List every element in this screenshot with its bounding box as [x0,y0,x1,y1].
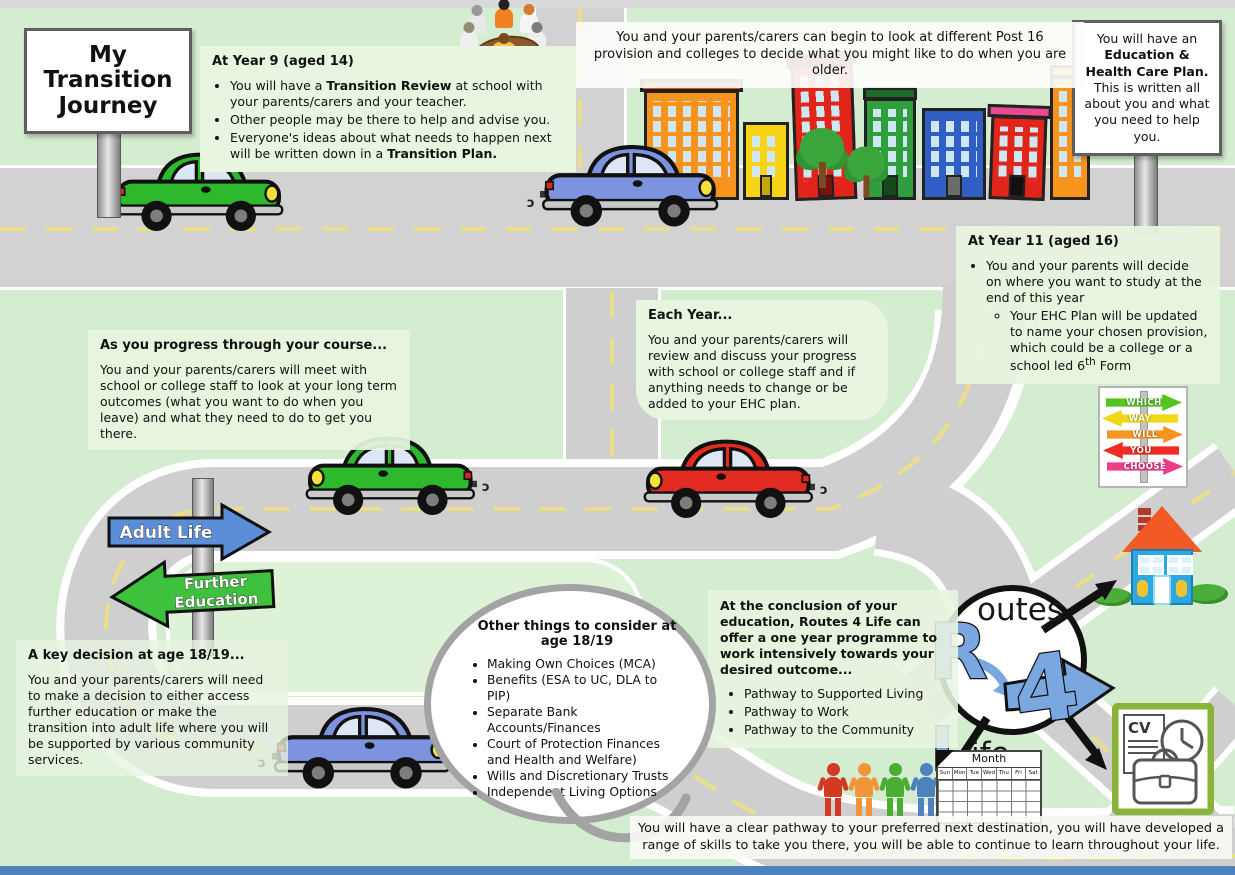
list-item: Other people may be there to help and ad… [230,112,564,128]
house-icon [1122,506,1202,605]
list-item: Benefits (ESA to UC, DLA to PIP) [487,673,683,705]
person-icon [882,763,908,821]
ehc-sign-pole [1134,152,1158,234]
bubble-tail [551,788,691,843]
calendar-day: Mon [953,768,968,779]
year11-title: At Year 11 (aged 16) [968,234,1119,249]
calendar-grid [938,780,1040,823]
list-item: Your EHC Plan will be updated to name yo… [1010,308,1208,374]
which-way-signpost: WHICH WAY WILL YOU CHOOSE [1098,386,1188,488]
conclusion-box: At the conclusion of your education, Rou… [708,590,958,748]
bubble-title: Other things to consider at age 18/19 [477,619,677,649]
calendar-month-label: Month [938,752,1040,768]
calendar-day: Fri [1012,768,1027,779]
each-year-body: You and your parents/carers will review … [648,331,857,411]
tree-icon [847,146,885,198]
building [922,108,986,200]
post16-box: You and your parents/carers can begin to… [576,22,1084,88]
calendar-day: Wed [982,768,997,779]
key-decision-body: You and your parents/carers will need to… [28,671,269,767]
year9-title: At Year 9 (aged 14) [212,54,354,69]
person-icon [851,763,877,821]
progress-title: As you progress through your course... [100,338,388,353]
calendar-illustration: Month Sun Mon Tue Wed Thu Fri Sat [936,750,1042,824]
bush-icon [1186,584,1228,604]
further-education-arrow-sign: Further Education [109,559,276,629]
svg-text:4: 4 [1007,632,1085,747]
list-item: Everyone's ideas about what needs to hap… [230,130,564,162]
exhaust-puff: ɔ [527,196,535,211]
cv-briefcase-icon: CV [1112,703,1214,815]
tree-icon [800,128,844,188]
each-year-title: Each Year... [648,308,733,323]
svg-text:Education: Education [174,589,259,611]
title-sign-pole [97,124,121,218]
considerations-bubble: Other things to consider at age 18/19 Ma… [424,584,716,824]
title-line: Transition [43,67,173,94]
post16-text: You and your parents/carers can begin to… [593,30,1067,79]
list-item: Pathway to the Community [744,722,946,738]
top-border [0,0,1235,8]
conclusion-body: At the conclusion of your education, Rou… [720,598,938,677]
list-item: Wills and Discretionary Trusts [487,769,683,785]
building [743,122,789,200]
svg-text:Adult Life: Adult Life [120,523,213,543]
bottom-border [0,866,1235,875]
car-red-icon [640,435,815,523]
svg-text:Further: Further [184,572,248,593]
page-title: My Transition Journey [24,28,192,134]
building [987,103,1052,201]
progress-box: As you progress through your course... Y… [88,330,410,450]
list-item: Independent Living Options [487,785,683,801]
person-icon [913,763,939,821]
svg-text:CV: CV [1128,719,1151,737]
each-year-box: Each Year... You and your parents/carers… [636,300,888,420]
key-decision-title: A key decision at age 18/19... [28,648,245,663]
exhaust-puff: ɔ [820,483,828,498]
calendar-day: Sun [938,768,953,779]
footer-note: You will have a clear pathway to your pr… [630,816,1232,859]
year11-box: At Year 11 (aged 16) You and your parent… [956,226,1220,384]
list-item: Pathway to Work [744,704,946,720]
calendar-day: Thu [997,768,1012,779]
adult-life-arrow-sign: Adult Life [107,502,273,562]
list-item: Making Own Choices (MCA) [487,657,683,673]
list-item: Court of Protection Finances and Health … [487,737,683,769]
calendar-day: Tue [967,768,983,779]
exhaust-puff: ɔ [482,480,490,495]
list-item: You and your parents will decide on wher… [986,258,1208,374]
title-line: Journey [58,92,158,119]
person-icon [820,763,846,821]
list-item: Pathway to Supported Living [744,686,946,702]
title-line: My [89,42,127,69]
progress-body: You and your parents/carers will meet wi… [100,361,397,441]
calendar-day: Sat [1028,770,1038,776]
list-item: Separate Bank Accounts/Finances [487,705,683,737]
svg-text:outes: outes [977,592,1063,628]
ehc-plan-sign: You will have an Education & Health Care… [1072,20,1222,156]
list-item: You will have a Transition Review at sch… [230,78,564,110]
year9-box: At Year 9 (aged 14) You will have a Tran… [200,46,576,172]
key-decision-box: A key decision at age 18/19... You and y… [16,640,288,776]
